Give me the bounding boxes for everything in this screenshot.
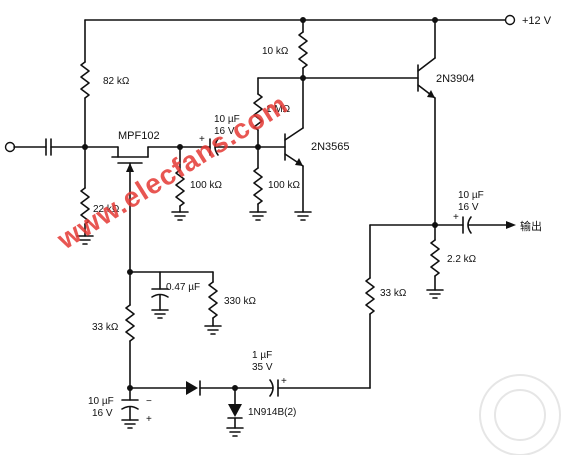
resistor-100k-a bbox=[171, 144, 189, 221]
c10u-out-value: 10 µF bbox=[458, 190, 484, 201]
c10u-out-voltage: 16 V bbox=[458, 202, 479, 213]
jfet-mpf102 bbox=[111, 146, 181, 273]
r33k-b-label: 33 kΩ bbox=[380, 288, 407, 299]
c1u-value: 1 µF bbox=[252, 350, 272, 361]
svg-text:−: − bbox=[146, 396, 152, 407]
r33k-a-label: 33 kΩ bbox=[92, 322, 119, 333]
resistor-33k-b bbox=[277, 224, 436, 389]
diode-series bbox=[129, 380, 236, 396]
resistor-330k bbox=[204, 271, 222, 335]
resistor-82k bbox=[80, 19, 90, 148]
resistor-100k-b bbox=[249, 146, 267, 221]
jfet-label: MPF102 bbox=[118, 130, 160, 142]
r22k-label: 22 kΩ bbox=[93, 204, 120, 215]
watermark: www.elecfans.com bbox=[51, 88, 293, 256]
capacitor-10u-b: − + bbox=[121, 387, 152, 429]
diode-shunt bbox=[226, 387, 244, 437]
resistor-33k-a bbox=[125, 271, 135, 391]
svg-text:+: + bbox=[146, 414, 152, 425]
capacitor-047 bbox=[129, 271, 214, 319]
capacitor-10u-out: + bbox=[434, 212, 516, 234]
r1m-label: 1 MΩ bbox=[266, 104, 291, 115]
resistor-10k bbox=[298, 19, 308, 81]
c10u-b-voltage: 16 V bbox=[92, 408, 113, 419]
r10k-label: 10 kΩ bbox=[262, 46, 289, 57]
supply-terminal bbox=[504, 14, 516, 26]
resistor-1m bbox=[253, 77, 304, 148]
transistor-2n3565 bbox=[257, 77, 312, 221]
resistor-22k bbox=[76, 146, 94, 245]
q2-label: 2N3904 bbox=[436, 73, 475, 85]
transistor-2n3904 bbox=[302, 19, 436, 226]
capacitor-1u: + bbox=[234, 376, 287, 397]
q1-label: 2N3565 bbox=[311, 141, 350, 153]
c10u-a-value: 10 µF bbox=[214, 114, 240, 125]
supply-label: +12 V bbox=[522, 15, 552, 27]
background-logo bbox=[479, 374, 561, 455]
output-label: 输出 bbox=[520, 219, 542, 233]
diodes-label: 1N914B(2) bbox=[248, 407, 296, 418]
c1u-voltage: 35 V bbox=[252, 362, 273, 373]
supply-rail bbox=[84, 14, 516, 26]
c047-label: 0.47 µF bbox=[166, 282, 200, 293]
r2-2k-label: 2.2 kΩ bbox=[447, 254, 477, 265]
capacitor-10u-a: + bbox=[179, 134, 259, 156]
r82k-label: 82 kΩ bbox=[103, 76, 130, 87]
c10u-b-value: 10 µF bbox=[88, 396, 114, 407]
r330k-label: 330 kΩ bbox=[224, 296, 256, 307]
input-terminal bbox=[4, 141, 16, 153]
r100k-b-label: 100 kΩ bbox=[268, 180, 300, 191]
c10u-a-voltage: 16 V bbox=[214, 126, 235, 137]
input-section bbox=[4, 138, 119, 156]
r100k-a-label: 100 kΩ bbox=[190, 180, 222, 191]
resistor-2-2k bbox=[426, 224, 444, 299]
svg-text:+: + bbox=[199, 134, 205, 145]
svg-text:+: + bbox=[453, 212, 459, 223]
svg-text:+: + bbox=[281, 376, 287, 387]
